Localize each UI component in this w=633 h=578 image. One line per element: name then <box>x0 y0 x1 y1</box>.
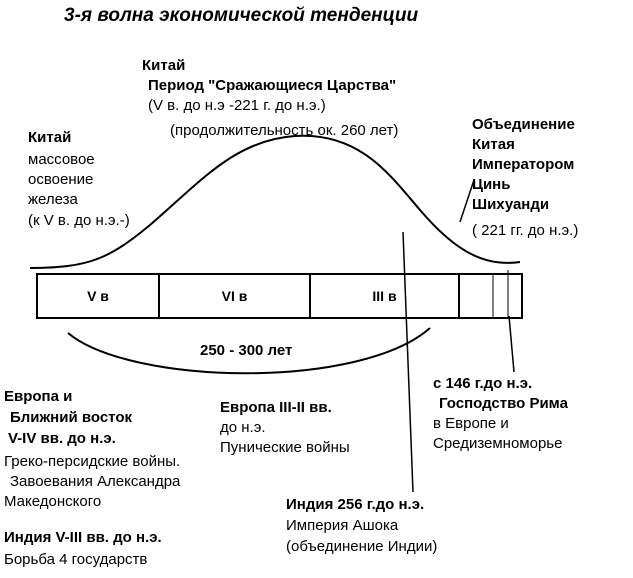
europe-near-east-line1: Европа и <box>4 388 73 405</box>
china-period-name: Период "Сражающиеся Царства" <box>148 77 397 94</box>
duration-label: 250 - 300 лет <box>200 342 293 359</box>
timeline-cell-end <box>459 274 493 318</box>
china-period-dates: (V в. до н.э -221 г. до н.э.) <box>148 97 326 114</box>
india-ashoka-line1: Индия 256 г.до н.э. <box>286 496 425 513</box>
unification-connector-line <box>459 179 475 223</box>
europe-punic-line1: Европа III-II вв. <box>220 399 332 416</box>
unification-line5: Шихуанди <box>472 196 550 213</box>
china-iron-line3: освоение <box>28 171 94 188</box>
unification-line3: Императором <box>472 156 575 173</box>
india-four-states-line1: Индия V-III вв. до н.э. <box>4 529 162 546</box>
economic-wave-curve <box>29 134 521 269</box>
diagram-title: 3-я волна экономической тенденции <box>64 5 419 26</box>
china-period-duration: (продолжительность ок. 260 лет) <box>170 122 399 139</box>
rome-line1: с 146 г.до н.э. <box>433 375 533 392</box>
timeline-cell-5th-century: V в <box>87 288 109 304</box>
china-iron-dates: (к V в. до н.э.-) <box>28 212 130 229</box>
timeline-bar <box>36 273 523 319</box>
china-period-country: Китай <box>142 57 186 74</box>
europe-near-east-line5: Завоевания Александра <box>10 473 181 490</box>
europe-near-east-line4: Греко-персидские войны. <box>4 453 181 470</box>
unification-line4: Цинь <box>472 176 511 193</box>
unification-line2: Китая <box>472 136 515 153</box>
china-iron-country: Китай <box>28 129 72 146</box>
unification-dates: ( 221 гг. до н.э.) <box>472 222 579 239</box>
china-iron-line4: железа <box>28 191 78 208</box>
india-four-states-line2: Борьба 4 государств <box>4 551 148 568</box>
china-iron-line2: массовое <box>28 151 95 168</box>
europe-punic-line2: до н.э. <box>220 419 266 436</box>
india-ashoka-line2: Империя Ашока <box>286 517 399 534</box>
unification-line1: Объединение <box>472 116 575 133</box>
timeline-cell-4th-century: VI в <box>221 288 248 304</box>
timeline-cell-3rd-century: III в <box>372 288 397 304</box>
europe-near-east-line2: Ближний восток <box>10 409 132 426</box>
rome-line4: Средиземноморье <box>433 435 563 452</box>
ashoka-connector-line <box>402 231 414 493</box>
rome-connector-line <box>508 315 515 373</box>
duration-brace <box>67 327 431 375</box>
europe-near-east-line6: Македонского <box>4 493 102 510</box>
rome-line2: Господство Рима <box>439 395 568 412</box>
india-ashoka-line3: (объединение Индии) <box>286 538 438 555</box>
rome-line3: в Европе и <box>433 415 509 432</box>
europe-near-east-dates: V-IV вв. до н.э. <box>8 430 116 447</box>
europe-punic-line3: Пунические войны <box>220 439 350 456</box>
